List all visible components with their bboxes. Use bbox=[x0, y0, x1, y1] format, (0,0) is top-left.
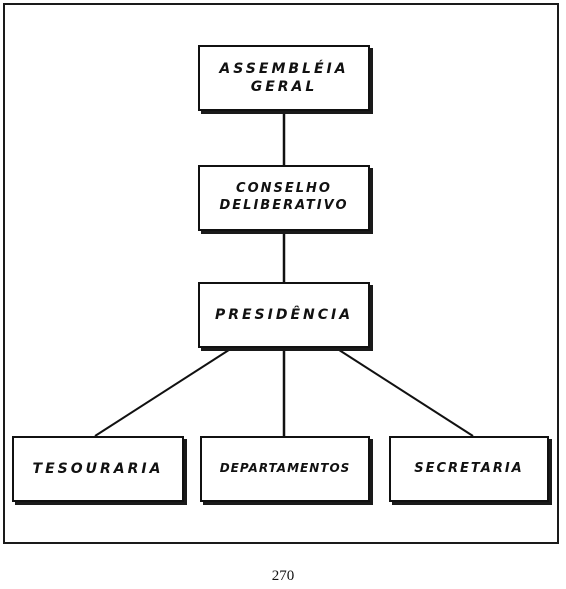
node-assembleia-geral: ASSEMBLÉIA GERAL bbox=[198, 45, 370, 111]
node-tesouraria: TESOURARIA bbox=[12, 436, 184, 502]
node-secretaria: SECRETARIA bbox=[389, 436, 549, 502]
node-label-line: DELIBERATIVO bbox=[220, 198, 349, 215]
node-label-line: DEPARTAMENTOS bbox=[220, 461, 351, 477]
node-presidencia: PRESIDÊNCIA bbox=[198, 282, 370, 348]
node-label-line: TESOURARIA bbox=[33, 460, 164, 478]
node-label-line: PRESIDÊNCIA bbox=[215, 306, 353, 324]
node-label-line: GERAL bbox=[251, 78, 318, 96]
page-number: 270 bbox=[0, 568, 566, 585]
node-label-line: SECRETARIA bbox=[414, 461, 524, 478]
node-label-line: ASSEMBLÉIA bbox=[219, 60, 348, 78]
node-departamentos: DEPARTAMENTOS bbox=[200, 436, 370, 502]
node-conselho-deliberativo: CONSELHO DELIBERATIVO bbox=[198, 165, 370, 231]
node-label-line: CONSELHO bbox=[236, 181, 332, 198]
